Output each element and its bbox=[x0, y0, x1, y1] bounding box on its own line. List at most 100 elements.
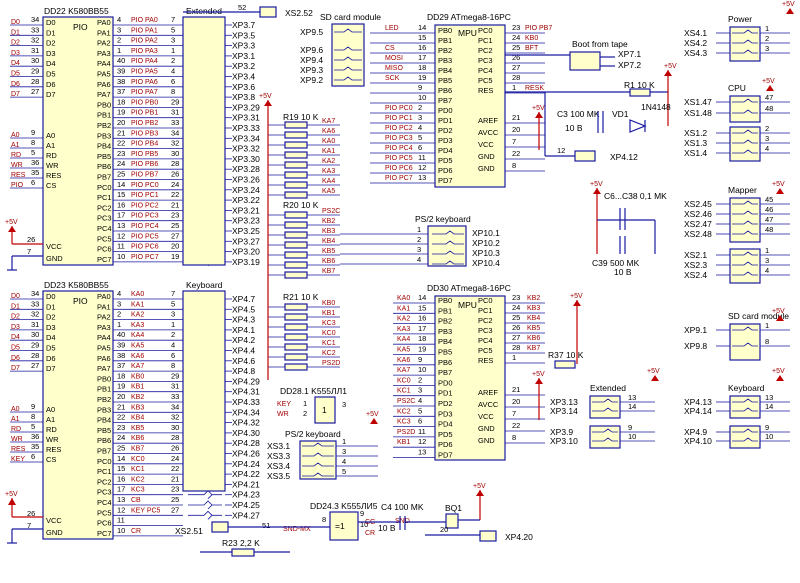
r-net-label: KB0 bbox=[322, 300, 335, 307]
dd23-right-pin-num: 16 bbox=[117, 474, 125, 483]
dd23-xp-label: XP4.1 bbox=[232, 325, 255, 335]
dd23-right-pin-num: 22 bbox=[117, 413, 125, 422]
mapper-label: XS2.47 bbox=[684, 219, 712, 229]
dd23-left-pin-num: 34 bbox=[31, 289, 39, 298]
xs2-contact bbox=[732, 271, 758, 276]
dd22-right-pin-name: PB0 bbox=[97, 100, 111, 109]
dd23-conn-pin: 31 bbox=[171, 382, 179, 391]
dd29-pin-name: PD7 bbox=[438, 176, 453, 185]
mapper-label: XS2.46 bbox=[684, 209, 712, 219]
boot-label: Boot from tape bbox=[572, 39, 628, 49]
dd23-right-pin-name: PA6 bbox=[97, 354, 111, 363]
dd23-conn-pin: 1 bbox=[171, 320, 175, 329]
dd23-conn-pin: 32 bbox=[171, 413, 179, 422]
resistor bbox=[284, 141, 308, 149]
xs1-contact bbox=[732, 139, 758, 144]
dd22-gnd-num: 7 bbox=[27, 247, 31, 256]
reset-circuit: R1 10 K +5V C3 100 MK 10 B VD1 1N4148 12… bbox=[505, 63, 677, 162]
ps2b-xp-label: XS3.3 bbox=[267, 451, 290, 461]
dd29-net: SCK bbox=[385, 75, 400, 82]
dd22-bus-label: PIO PC7 bbox=[131, 254, 159, 261]
dd30-net: KB6 bbox=[527, 335, 540, 342]
dd23-right-pin-name: PB1 bbox=[97, 385, 111, 394]
keyboard-pin: 14 bbox=[765, 402, 773, 411]
xs1-label: XS1.4 bbox=[684, 148, 707, 158]
sdcard-contact bbox=[732, 342, 758, 347]
reset-pin12: 12 bbox=[557, 146, 565, 155]
dd22-conn-pin: 26 bbox=[171, 170, 179, 179]
dd22-body bbox=[42, 16, 114, 266]
dd22-vcc-num: 26 bbox=[27, 235, 35, 244]
cpu-contact bbox=[732, 109, 758, 114]
dd29-type: MPU bbox=[458, 28, 477, 38]
dd22-conn-pin: 32 bbox=[171, 139, 179, 148]
dd28: DD28.1 K555ЛЛ1 1 KEY WR 1 2 3 bbox=[277, 386, 347, 424]
dd23-left-pin-num: 8 bbox=[31, 412, 35, 421]
r-net-label: KA2 bbox=[322, 158, 335, 165]
mapper-pin: 46 bbox=[765, 205, 773, 214]
dd22-right-pin-name: PC4 bbox=[97, 224, 112, 233]
dd23-left-pin-name: A0 bbox=[46, 405, 55, 414]
r1-label: R1 10 K bbox=[624, 80, 655, 90]
c4-label: C4 100 MK bbox=[381, 502, 424, 512]
dd23-conn-pin: 34 bbox=[171, 402, 179, 411]
dd30-net: KC1 bbox=[397, 388, 411, 395]
cpu-title: CPU bbox=[728, 83, 746, 93]
dd23-bus-label: KB1 bbox=[131, 384, 144, 391]
dd30-net: KA0 bbox=[397, 295, 410, 302]
dd23-right-pin-num: 21 bbox=[117, 402, 125, 411]
ps2b-contact bbox=[302, 462, 334, 467]
dd30-net: KA3 bbox=[397, 326, 410, 333]
ps2-pin-num: 4 bbox=[417, 255, 421, 264]
r-net-label: KB5 bbox=[322, 248, 335, 255]
dd23-left-pin-num: 9 bbox=[31, 402, 35, 411]
ext2-label: XP3.10 bbox=[550, 436, 578, 446]
dd22-right-pin-name: PA3 bbox=[97, 49, 111, 58]
dd23-right-pin-name: PA5 bbox=[97, 344, 111, 353]
xs251-body bbox=[211, 521, 229, 533]
dd23-vcc-arrow bbox=[8, 498, 16, 505]
dd29-pin-name: PD6 bbox=[438, 166, 453, 175]
dd23-left-net: A0 bbox=[11, 406, 20, 413]
dd23-bus-label: CB bbox=[131, 497, 141, 504]
xs251-pin: 51 bbox=[262, 521, 270, 530]
dd28-body bbox=[314, 396, 336, 424]
keyboard-contact bbox=[732, 398, 758, 403]
dd22-bus-label: PIO PB6 bbox=[131, 161, 158, 168]
dd29-pin-num: 25 bbox=[512, 43, 520, 52]
dd29-pin-name: PB0 bbox=[438, 26, 452, 35]
dd22-left-net: D6 bbox=[11, 81, 20, 88]
dd23-bus-label: KA6 bbox=[131, 353, 144, 360]
dd30-pin-num: 9 bbox=[418, 355, 422, 364]
dd22-conn-pin: 7 bbox=[171, 15, 175, 24]
dd29-body bbox=[434, 24, 506, 188]
kb2-label: XP4.10 bbox=[684, 436, 712, 446]
resistor bbox=[284, 231, 308, 239]
dd23-left-net: D6 bbox=[11, 355, 20, 362]
c39-label: C39 500 MK bbox=[592, 258, 640, 268]
cpu-label: XS1.48 bbox=[684, 108, 712, 118]
dd23-xp-label: XP4.29 bbox=[232, 376, 260, 386]
dd30-net: KB5 bbox=[527, 325, 540, 332]
dd22-bus-label: PIO PB1 bbox=[131, 110, 158, 117]
dd23-right-pin-num: 18 bbox=[117, 371, 125, 380]
dd22-left-pin-num: 30 bbox=[31, 56, 39, 65]
dd22-right-pin-name: PA7 bbox=[97, 90, 111, 99]
r20-label: R20 10 K bbox=[283, 200, 319, 210]
xs2-label: XS2.3 bbox=[684, 260, 707, 270]
dd30-pin-num: 20 bbox=[512, 397, 520, 406]
dd23-right-pin-num: 14 bbox=[117, 454, 125, 463]
extended-pin: 13 bbox=[628, 393, 636, 402]
dd23-right-pin-num: 37 bbox=[117, 361, 125, 370]
kb2-pin: 10 bbox=[765, 432, 773, 441]
mapper-label: XS2.48 bbox=[684, 229, 712, 239]
dd23-vcc-name: VCC bbox=[46, 516, 62, 525]
dd23-right-pin-num: 4 bbox=[117, 289, 121, 298]
sd-contact bbox=[334, 66, 362, 71]
dd22-left-pin-num: 9 bbox=[31, 128, 35, 137]
dd23-conn-pin: 26 bbox=[171, 444, 179, 453]
dd22-left-pin-name: D7 bbox=[46, 90, 56, 99]
dd23-bus-label: KA5 bbox=[131, 343, 144, 350]
